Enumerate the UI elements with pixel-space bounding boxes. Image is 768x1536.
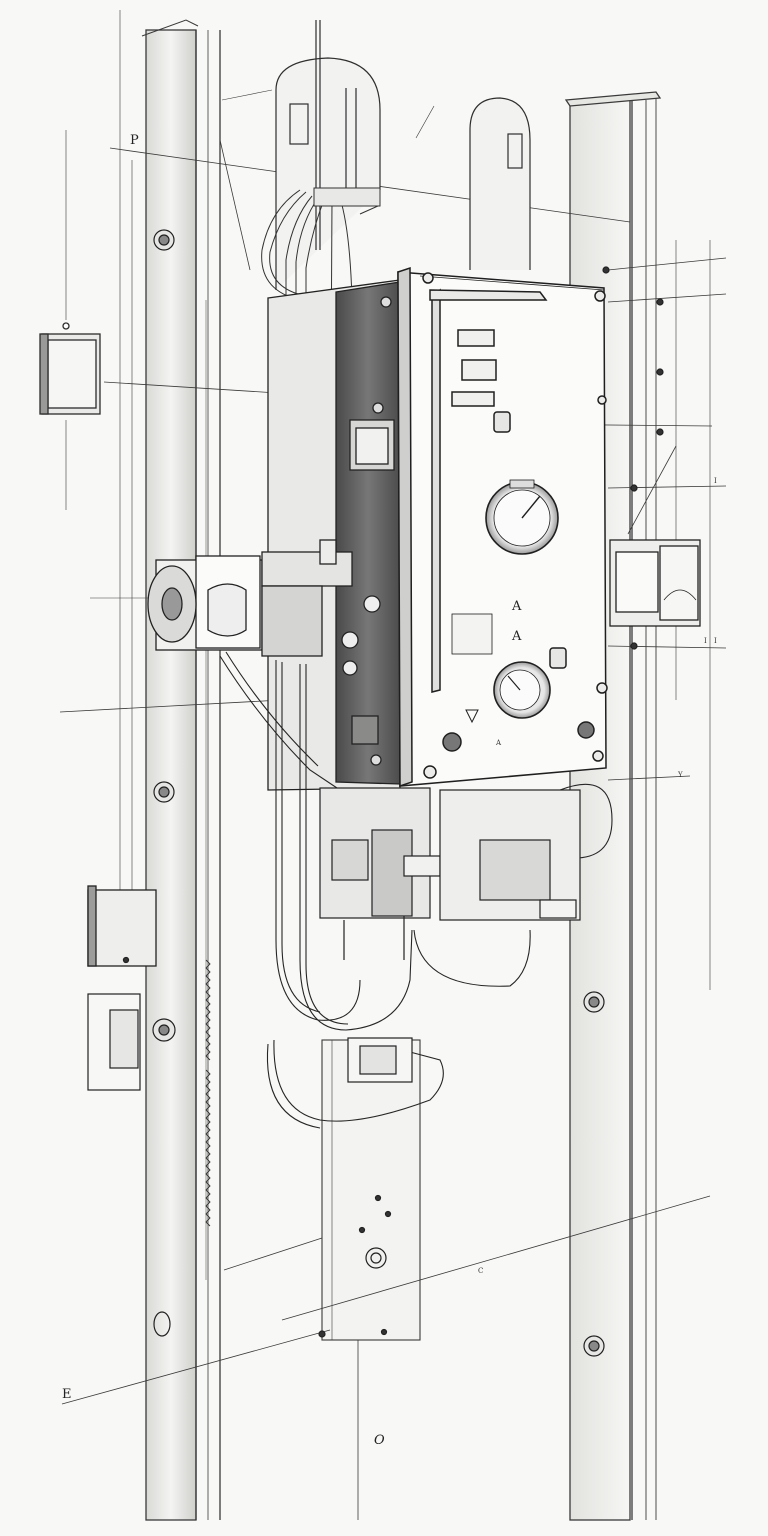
terminal-blocks [319,787,581,1083]
warning-symbol-bottom: A [496,739,502,747]
label-e: E [62,1387,72,1402]
top-cable-bundle [261,187,381,561]
upper-gauge [485,479,559,555]
left-junction-box [39,322,101,415]
label-y: Y [678,771,683,779]
label-i-mid: I [704,637,707,645]
center-post [321,1039,421,1520]
top-conduits [275,20,531,290]
warning-symbol-upper: A [512,599,522,614]
warning-symbol-lower: A [512,629,522,644]
threaded-rods [205,959,211,1227]
lower-gauge [493,661,551,719]
left-rail [141,19,221,1521]
label-c: C [478,1267,484,1275]
lower-left-socket [87,993,141,1091]
motor-assembly [147,539,381,676]
label-o: O [374,1433,385,1448]
label-p: P [130,133,139,148]
lower-left-box [87,885,157,967]
label-i-lower: I [714,637,717,645]
rail-bolts [152,229,664,1357]
dark-cabinet [267,279,401,791]
label-i-upper: I [714,477,717,485]
right-meter-box [609,539,701,627]
construction-lines [59,10,727,1405]
